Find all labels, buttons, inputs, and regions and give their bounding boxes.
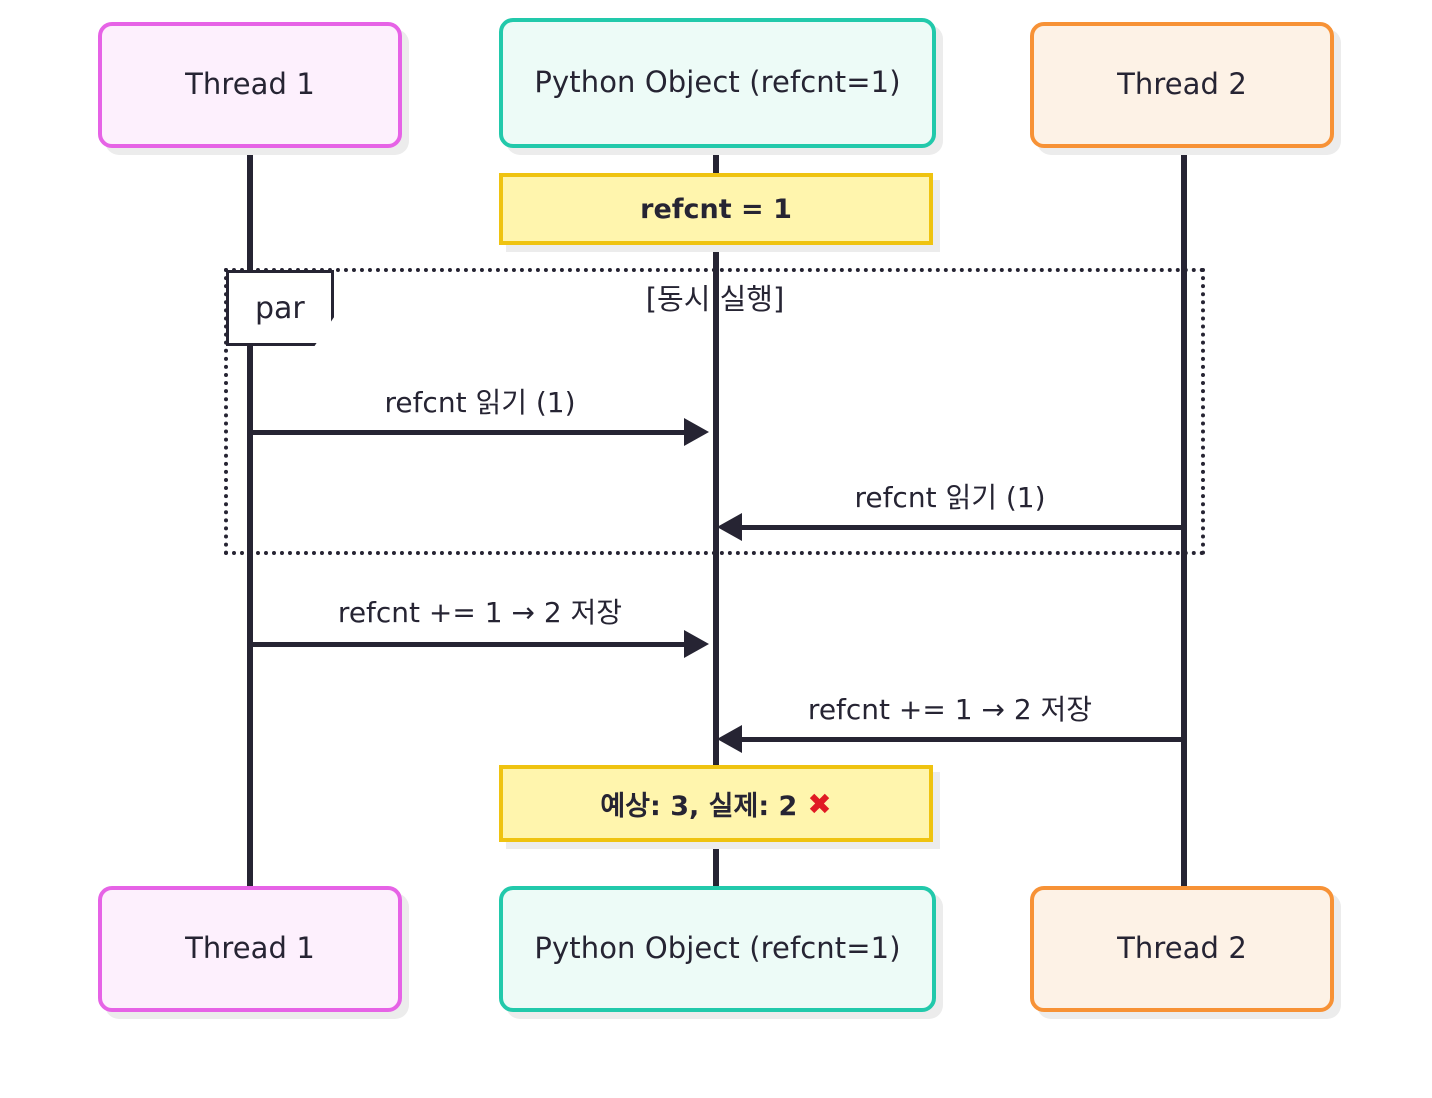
par-fragment-label-text: par [255,290,305,326]
message-2-arrowhead [717,513,742,541]
cross-mark-icon: ✖ [807,786,832,821]
message-4-text: refcnt += 1 → 2 저장 [807,693,1093,726]
lifeline-thread2 [1181,148,1187,898]
message-4-label: refcnt += 1 → 2 저장 [718,688,1182,728]
participant-object-bottom[interactable]: Python Object (refcnt=1) [499,886,936,1012]
message-3-text: refcnt += 1 → 2 저장 [337,596,623,629]
note-result: 예상: 3, 실제: 2 ✖ [499,765,933,842]
note-result-text: 예상: 3, 실제: 2 [600,791,798,822]
participant-thread1-bottom[interactable]: Thread 1 [98,886,402,1012]
message-3-line [250,642,690,647]
participant-thread1-top-label: Thread 1 [185,67,315,102]
lifeline-object [713,148,719,898]
participant-thread1-bottom-label: Thread 1 [185,931,315,966]
message-3-arrowhead [684,630,709,658]
message-2-label: refcnt 읽기 (1) [718,476,1182,516]
lifeline-thread1 [247,148,253,898]
message-2-text: refcnt 읽기 (1) [854,481,1046,514]
note-refcnt-initial-text: refcnt = 1 [640,193,792,225]
participant-thread2-top[interactable]: Thread 2 [1030,22,1334,148]
participant-thread1-top[interactable]: Thread 1 [98,22,402,148]
participant-object-bottom-label: Python Object (refcnt=1) [534,931,901,966]
message-4-arrowhead [717,725,742,753]
participant-object-top-label: Python Object (refcnt=1) [534,65,901,100]
message-1-label: refcnt 읽기 (1) [250,381,710,421]
message-3-label: refcnt += 1 → 2 저장 [250,591,710,631]
participant-thread2-bottom[interactable]: Thread 2 [1030,886,1334,1012]
message-1-line [250,430,690,435]
participant-thread2-bottom-label: Thread 2 [1117,931,1247,966]
par-fragment-title: [동시 실행] [565,276,865,318]
participant-object-top[interactable]: Python Object (refcnt=1) [499,18,936,148]
message-1-arrowhead [684,418,709,446]
participant-thread2-top-label: Thread 2 [1117,67,1247,102]
par-fragment [224,268,1205,555]
par-fragment-label: par [226,270,334,346]
message-2-line [742,525,1184,530]
par-fragment-title-text: [동시 실행] [645,282,785,316]
message-1-text: refcnt 읽기 (1) [384,386,576,419]
note-refcnt-initial: refcnt = 1 [499,173,933,245]
message-4-line [742,737,1184,742]
